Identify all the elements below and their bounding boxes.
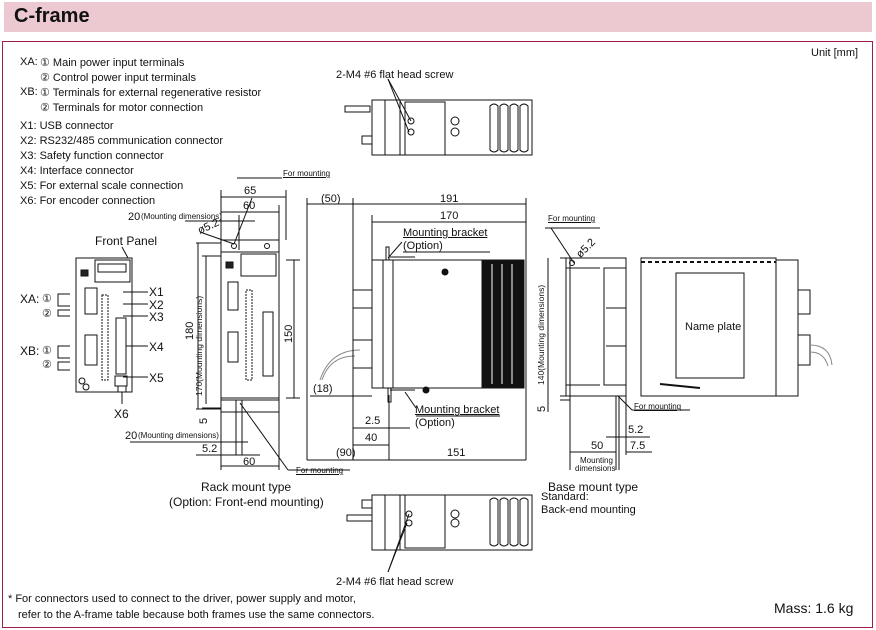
front-panel-drive bbox=[57, 246, 148, 404]
base-mount-side-view bbox=[640, 257, 833, 397]
side-dim-191: 191 bbox=[440, 193, 459, 205]
side-dim-151: 151 bbox=[447, 447, 466, 459]
side-dim-170: 170 bbox=[440, 210, 459, 222]
page-title: C-frame bbox=[14, 5, 90, 27]
front-panel-xa-2: ② bbox=[42, 308, 52, 320]
base-for-mounting-top: For mounting bbox=[548, 214, 596, 223]
front-panel-xa-1: ① bbox=[42, 293, 52, 305]
side-view-drive bbox=[306, 198, 527, 461]
side-dim-2-5: 2.5 bbox=[365, 415, 381, 427]
footnote-line-2: refer to the A-frame table because both … bbox=[18, 609, 375, 621]
rack-dim-60-top: 60 bbox=[243, 200, 256, 212]
front-panel-xb-2: ② bbox=[42, 359, 52, 371]
side-dim-90: (90) bbox=[336, 447, 356, 459]
base-dim-140: 140(Mounting dimensions) bbox=[536, 284, 546, 385]
side-bracket-bottom-label: Mounting bracket bbox=[415, 404, 500, 416]
rack-dim-60-bottom: 60 bbox=[243, 456, 256, 468]
rack-dim-20-top: 20 bbox=[128, 211, 141, 223]
side-dim-40: 40 bbox=[365, 432, 378, 444]
rack-for-mounting-bottom: For mounting bbox=[296, 466, 344, 475]
base-mounting-dims-1: Mounting bbox=[580, 456, 613, 465]
legend-xb-label: XB: bbox=[20, 86, 38, 98]
base-dim-7-5: 7.5 bbox=[630, 440, 646, 452]
footnote-line-1: * For connectors used to connect to the … bbox=[8, 593, 356, 605]
legend-xb-1: ① Terminals for external regenerative re… bbox=[40, 87, 262, 99]
base-caption-3: Back-end mounting bbox=[541, 504, 636, 516]
rack-dim-170: 170(Mounting dimensions) bbox=[194, 295, 204, 396]
legend-x4: X4: Interface connector bbox=[20, 165, 134, 177]
rack-dim-5-2: 5.2 bbox=[202, 443, 218, 455]
base-dim-50: 50 bbox=[591, 440, 604, 452]
top-screw-label: 2-M4 #6 flat head screw bbox=[336, 69, 454, 81]
rack-for-mounting-top: For mounting bbox=[283, 169, 331, 178]
front-panel-x1: X1 bbox=[149, 285, 164, 299]
rack-mount-drive bbox=[130, 177, 350, 471]
mass-label: Mass: 1.6 kg bbox=[774, 600, 854, 616]
base-caption-2: Standard: bbox=[541, 491, 589, 503]
front-panel-x2: X2 bbox=[149, 298, 164, 312]
front-panel-x4: X4 bbox=[149, 340, 164, 354]
unit-label: Unit [mm] bbox=[811, 47, 859, 59]
section-header: C-frame bbox=[4, 2, 872, 32]
base-for-mounting-bottom: For mounting bbox=[634, 402, 682, 411]
legend-x1: X1: USB connector bbox=[20, 120, 114, 132]
front-panel-x3: X3 bbox=[149, 310, 164, 324]
bottom-screw-label: 2-M4 #6 flat head screw bbox=[336, 576, 454, 588]
base-mounting-dims-2: dimensions bbox=[575, 464, 616, 473]
legend-x6: X6: For encoder connection bbox=[20, 195, 156, 207]
legend-x3: X3: Safety function connector bbox=[20, 150, 164, 162]
rack-dim-150: 150 bbox=[283, 324, 295, 343]
base-dim-5: 5 bbox=[536, 405, 548, 412]
rack-dim-65: 65 bbox=[244, 185, 257, 197]
base-mount-drive bbox=[545, 227, 690, 470]
rack-dim-5: 5 bbox=[198, 417, 210, 424]
side-bracket-top-option: (Option) bbox=[403, 240, 443, 252]
top-view-drive bbox=[344, 78, 533, 156]
base-caption-1: Base mount type bbox=[548, 480, 639, 494]
bottom-view-drive bbox=[346, 494, 533, 573]
legend-xa-1: ① Main power input terminals bbox=[40, 57, 185, 69]
legend-x2: X2: RS232/485 communication connector bbox=[20, 135, 224, 147]
rack-caption-1: Rack mount type bbox=[201, 480, 292, 494]
rack-dim-20-bottom: 20 bbox=[125, 430, 138, 442]
legend-xa-2: ② Control power input terminals bbox=[40, 72, 196, 84]
rack-caption-2: (Option: Front-end mounting) bbox=[169, 495, 324, 509]
front-panel-xa-label: XA: bbox=[20, 292, 40, 306]
front-panel-xb-1: ① bbox=[42, 345, 52, 357]
front-panel-x5: X5 bbox=[149, 371, 164, 385]
rack-mounting-dims-top: (Mounting dimensions) bbox=[141, 212, 222, 221]
legend-xb-2: ② Terminals for motor connection bbox=[40, 102, 204, 114]
rack-mounting-dims-bottom: (Mounting dimensions) bbox=[138, 431, 219, 440]
legend-xa-label: XA: bbox=[20, 56, 38, 68]
name-plate-label: Name plate bbox=[685, 321, 742, 333]
front-panel-xb-label: XB: bbox=[20, 344, 40, 358]
side-bracket-bottom-option: (Option) bbox=[415, 417, 455, 429]
side-dim-50: (50) bbox=[321, 193, 341, 205]
base-dim-5-2: 5.2 bbox=[628, 424, 644, 436]
side-bracket-top-label: Mounting bracket bbox=[403, 227, 488, 239]
legend-x5: X5: For external scale connection bbox=[20, 180, 184, 192]
diagram-frame bbox=[2, 41, 873, 628]
front-panel-title: Front Panel bbox=[95, 234, 158, 248]
side-dim-18: (18) bbox=[313, 383, 333, 395]
front-panel-x6: X6 bbox=[114, 407, 129, 421]
